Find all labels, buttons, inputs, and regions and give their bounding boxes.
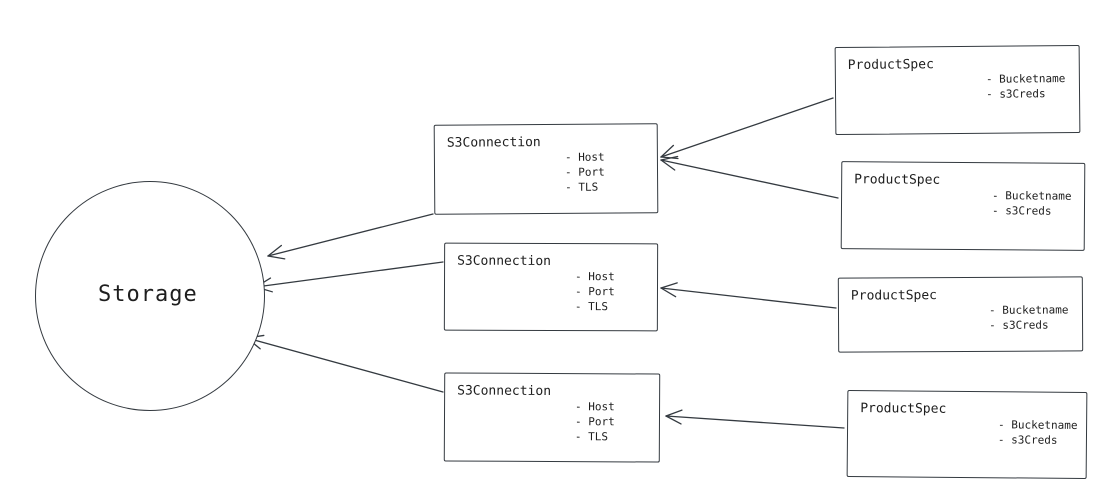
- productspec-field-4-2: - s3Creds: [997, 433, 1058, 447]
- s3connection-title-2: S3Connection: [457, 253, 552, 269]
- s3connection-fields-2: - Host- Port- TLS: [575, 269, 615, 314]
- productspec-field-2-2: - s3Creds: [991, 204, 1052, 218]
- s3connection-2-to-storage: [255, 261, 444, 293]
- productspec-4-to-s3connection-3: [665, 409, 845, 429]
- s3connection-field-1-3: - TLS: [565, 180, 599, 194]
- s3connection-fields-3: - Host- Port- TLS: [575, 399, 615, 444]
- s3connection-1-to-storage: [267, 213, 434, 260]
- productspec-box-3[interactable]: ProductSpec - Bucketname- s3Creds: [837, 276, 1084, 353]
- productspec-fields-1: - Bucketname- s3Creds: [986, 71, 1066, 102]
- productspec-field-3-1: - Bucketname: [988, 303, 1069, 317]
- s3connection-field-3-3: - TLS: [574, 430, 609, 444]
- s3connection-field-1-1: - Host: [564, 150, 605, 164]
- productspec-box-4[interactable]: ProductSpec - Bucketname- s3Creds: [846, 389, 1088, 480]
- productspec-fields-3: - Bucketname- s3Creds: [989, 302, 1069, 332]
- productspec-title-2: ProductSpec: [854, 172, 941, 188]
- productspec-field-1-1: - Bucketname: [985, 72, 1066, 86]
- productspec-3-to-s3connection-2: [660, 282, 837, 309]
- productspec-title-4: ProductSpec: [860, 401, 947, 417]
- productspec-field-4-1: - Bucketname: [998, 418, 1078, 432]
- productspec-box-1[interactable]: ProductSpec - Bucketname- s3Creds: [834, 44, 1081, 136]
- s3connection-field-2-1: - Host: [575, 270, 615, 284]
- s3connection-field-3-2: - Port: [574, 415, 615, 429]
- s3connection-fields-1: - Host- Port- TLS: [565, 150, 605, 195]
- s3connection-field-3-1: - Host: [575, 400, 615, 414]
- s3connection-field-1-2: - Port: [564, 165, 605, 179]
- productspec-title-1: ProductSpec: [847, 57, 934, 73]
- productspec-fields-4: - Bucketname- s3Creds: [998, 417, 1078, 448]
- productspec-field-2-1: - Bucketname: [992, 189, 1072, 203]
- productspec-2-to-s3connection-1: [660, 155, 839, 199]
- storage-label: Storage: [98, 282, 198, 307]
- s3connection-box-1[interactable]: S3Connection - Host- Port- TLS: [433, 123, 659, 215]
- productspec-field-1-2: - s3Creds: [985, 87, 1046, 101]
- productspec-title-3: ProductSpec: [850, 288, 938, 304]
- s3connection-field-2-2: - Port: [574, 285, 615, 299]
- productspec-field-3-2: - s3Creds: [989, 318, 1049, 332]
- s3connection-box-3[interactable]: S3Connection - Host- Port- TLS: [443, 372, 661, 463]
- productspec-box-2[interactable]: ProductSpec - Bucketname- s3Creds: [840, 161, 1086, 251]
- s3connection-field-2-3: - TLS: [574, 300, 609, 314]
- s3connection-3-to-storage: [246, 334, 444, 393]
- s3connection-title-3: S3Connection: [457, 383, 552, 399]
- productspec-1-to-s3connection-1: [660, 97, 834, 160]
- productspec-fields-2: - Bucketname- s3Creds: [992, 188, 1072, 219]
- s3connection-box-2[interactable]: S3Connection - Host- Port- TLS: [443, 242, 659, 332]
- s3connection-title-1: S3Connection: [446, 135, 541, 151]
- storage-circle-node[interactable]: [35, 181, 265, 411]
